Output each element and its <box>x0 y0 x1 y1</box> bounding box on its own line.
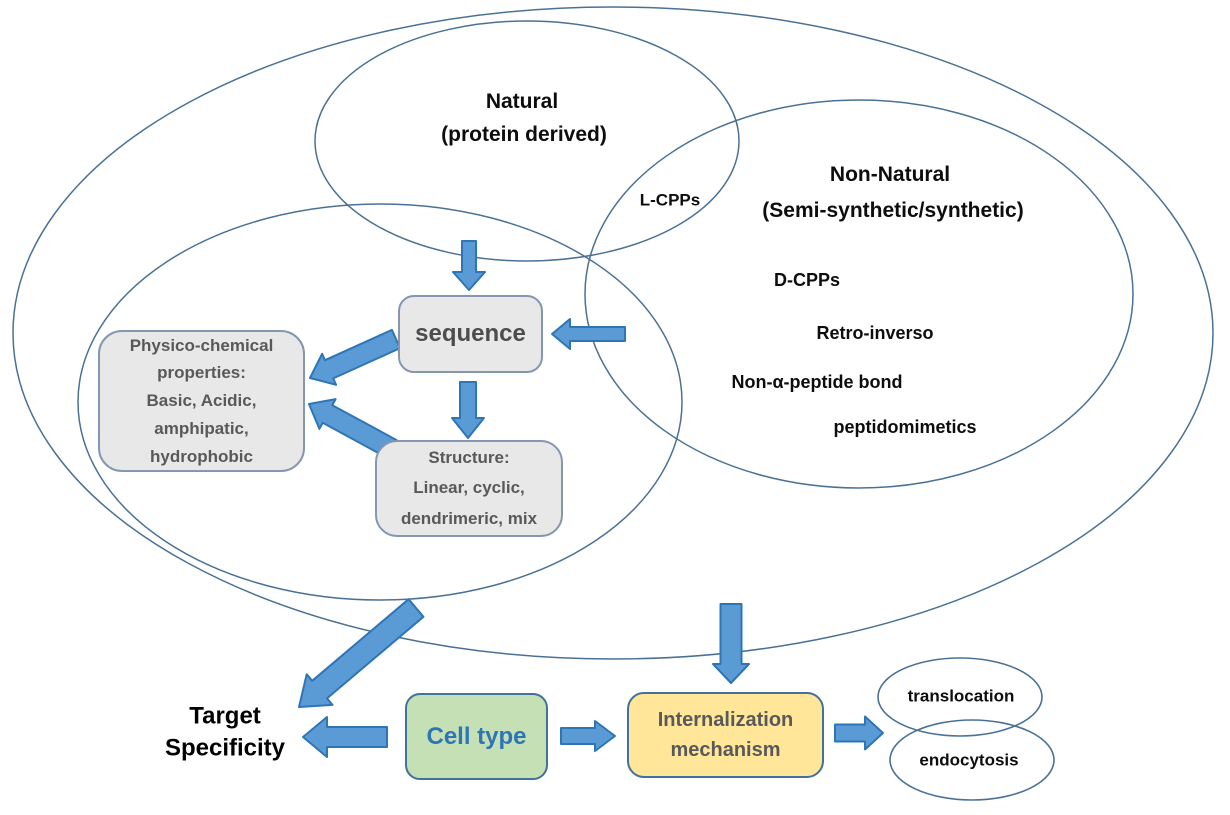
cell-type-box: Cell type <box>405 693 548 780</box>
outer-cpp-ellipse <box>12 6 1214 660</box>
non-natural-title: Non-Natural <box>829 162 951 186</box>
peptidomimetics-label: peptidomimetics <box>833 416 977 437</box>
sequence-box: sequence <box>398 295 543 373</box>
retro-inverso-label: Retro-inverso <box>816 322 934 343</box>
internalization-mechanism-box: Internalization mechanism <box>627 692 824 778</box>
non-natural-subtitle: (Semi-synthetic/synthetic) <box>762 198 1024 222</box>
arrow-sequence-to-physico <box>309 328 402 386</box>
arrow-venn-to-target <box>298 598 425 708</box>
natural-title: Natural <box>485 89 559 113</box>
l-cpps-label: L-CPPs <box>639 190 701 210</box>
arrow-sequence-to-structure <box>451 381 485 439</box>
non-alpha-peptide-bond-label: Non-α-peptide bond <box>731 371 903 392</box>
translocation-ellipse <box>877 657 1043 737</box>
d-cpps-label: D-CPPs <box>773 269 841 290</box>
endocytosis-label: endocytosis <box>919 750 1019 770</box>
arrow-internalization-to-outcomes <box>834 715 884 751</box>
properties-ellipse <box>77 203 683 601</box>
physico-chemical-properties-box: Physico-chemical properties: Basic, Acid… <box>98 330 305 472</box>
arrow-celltype-to-target <box>302 716 388 758</box>
natural-subtitle: (protein derived) <box>441 122 607 146</box>
natural-ellipse <box>314 20 740 262</box>
arrow-natural-to-sequence <box>452 240 486 291</box>
arrow-nonnatural-to-sequence <box>551 318 626 350</box>
arrow-celltype-to-internalization <box>560 720 616 752</box>
structure-box: Structure: Linear, cyclic, dendrimeric, … <box>375 440 563 537</box>
endocytosis-ellipse <box>889 719 1055 801</box>
target-specificity-label: Target Specificity <box>164 702 286 762</box>
non-natural-ellipse <box>584 99 1134 489</box>
arrow-venn-to-internalization <box>712 603 750 684</box>
translocation-label: translocation <box>907 686 1015 706</box>
